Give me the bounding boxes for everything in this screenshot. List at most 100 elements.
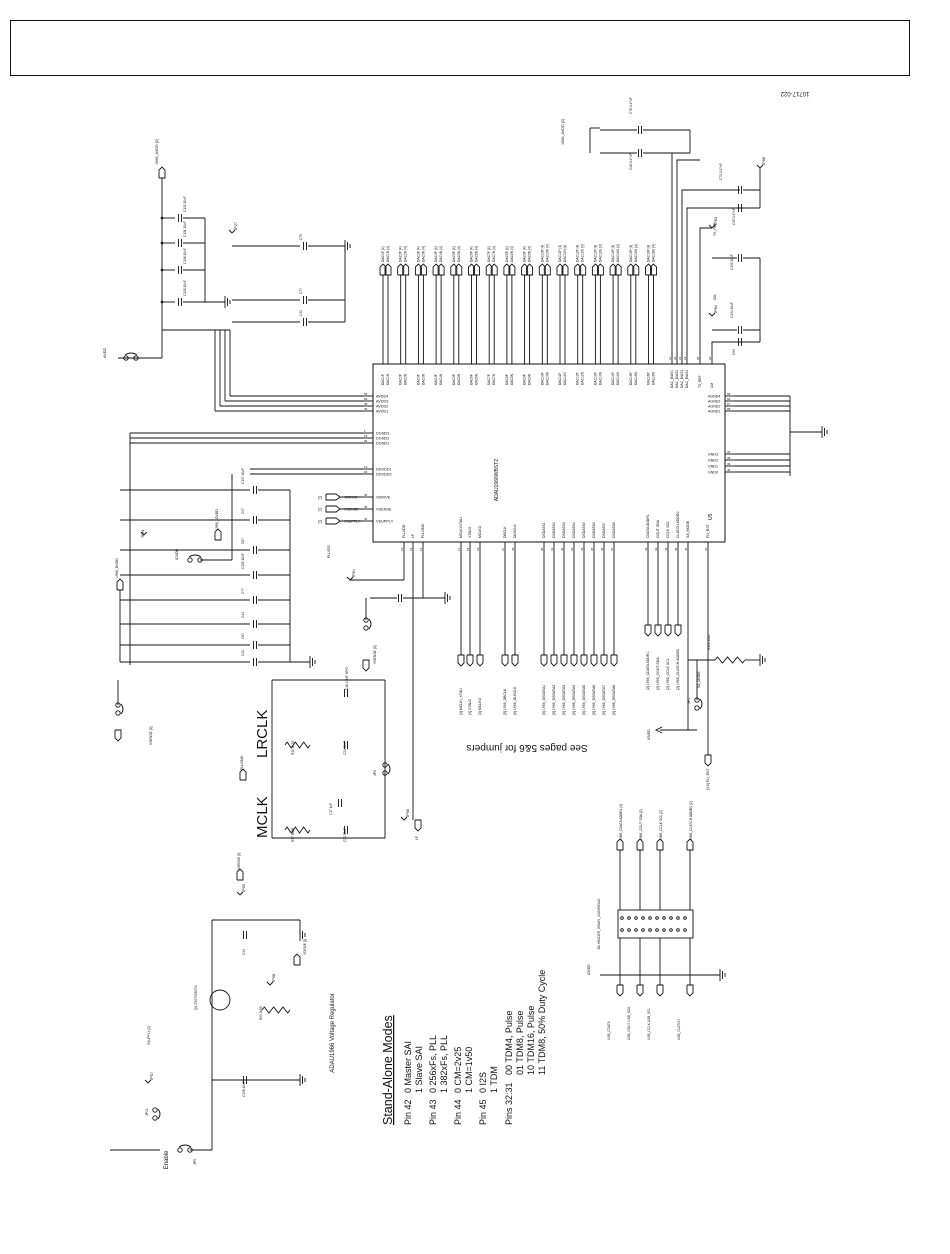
- wire: [654, 624, 662, 637]
- label-text: CM: [713, 294, 717, 300]
- label-text: [2]: [318, 507, 322, 511]
- label-text: VSUPPLY [2]: [147, 1026, 151, 1045]
- header-pin: [683, 916, 687, 920]
- wire: [570, 654, 578, 667]
- ic-body: [372, 363, 726, 543]
- header-pin: [641, 928, 645, 932]
- label-text: 24: [683, 356, 687, 360]
- label-text: C75: [299, 234, 303, 240]
- label-text: DAC4N: [439, 373, 443, 385]
- label-text: LF: [415, 836, 419, 840]
- jumper-pin: [115, 710, 121, 716]
- label-text: 53: [364, 392, 368, 396]
- label-text: R95 1k50: [259, 1006, 263, 1020]
- label-text: VDRIVE [2]: [303, 939, 307, 955]
- label-text: 17: [457, 547, 461, 551]
- wire: [704, 754, 712, 767]
- label-text: XTALO: [468, 527, 472, 538]
- label-text: DAC1P [4]: [381, 246, 385, 262]
- wire: [476, 654, 484, 667]
- label-text: DAC10N [4]: [545, 244, 549, 262]
- label-text: DAC15N [4]: [634, 244, 638, 262]
- wire: [325, 505, 341, 513]
- label-text: DAC6N [4]: [475, 246, 479, 262]
- jumper-pin: [152, 1115, 158, 1121]
- label-text: AVDD4: [376, 394, 388, 398]
- label-text: C130 10uF: [183, 280, 187, 296]
- label-text: [2] 1966_CLATCH ADDR0: [676, 649, 680, 690]
- label-text: C132 10uF: [183, 196, 187, 212]
- label-text: [2]: [318, 519, 322, 523]
- label-text: USB_CLATCH: [677, 1018, 681, 1040]
- label-text: TP63: [714, 217, 718, 226]
- label-text: 26: [708, 356, 712, 360]
- junction-dot: [160, 300, 164, 304]
- label-text: LF: [411, 534, 415, 538]
- label-text: CLATCH ADDR0: [676, 512, 680, 538]
- jumper-pin: [382, 770, 388, 776]
- label-text: DAC1N [4]: [386, 246, 390, 262]
- wiring: [110, 127, 822, 1151]
- label-text: [2] 1966_CDATA ADDR1: [646, 652, 650, 690]
- wire: [610, 654, 618, 667]
- wire: [284, 741, 311, 749]
- sa-mode-text: 0 CM=2v25: [453, 1047, 463, 1093]
- header-pin: [676, 916, 680, 920]
- label-text: DAC1P: [381, 373, 385, 385]
- label-text: [5] 1966_DSDATA6: [592, 685, 596, 715]
- label-text: VSENSE [2]: [373, 645, 377, 664]
- sa-mode-text: Pin 43: [428, 1099, 438, 1125]
- label-text: IOVDD: [175, 548, 179, 560]
- wire: [686, 984, 694, 997]
- label-text: 1966_IOVDD: [215, 509, 219, 530]
- label-text: DAC13N: [598, 371, 602, 385]
- label-text: VSUPPLY: [376, 519, 394, 523]
- jumper-link: [387, 763, 391, 775]
- header-pin: [669, 928, 673, 932]
- label-text: AGND1: [708, 409, 720, 413]
- label-text: DAC13P [4]: [593, 245, 597, 262]
- label-text: DAC3P [4]: [416, 246, 420, 262]
- label-text: 45: [674, 547, 678, 551]
- wire: [714, 656, 746, 664]
- label-text: VDRIVE: [376, 495, 391, 499]
- label-text: DGND2: [376, 436, 389, 440]
- wire: [561, 263, 569, 276]
- label-text: DAC3P: [416, 373, 420, 385]
- label-text: 1966_AVDD [2]: [155, 139, 159, 165]
- label-text: [2] 1966_COUT SDA: [656, 657, 660, 690]
- wire: [543, 263, 551, 276]
- label-text: DAC10P [4]: [540, 245, 544, 262]
- wire: [686, 207, 760, 350]
- header-pin: [634, 916, 638, 920]
- label-text: C150 10uF: [730, 254, 734, 270]
- junction-dot: [160, 216, 164, 220]
- wire: [236, 868, 244, 881]
- label-text: 63: [364, 397, 368, 401]
- label-text: DAC16P [4]: [647, 245, 651, 262]
- header-pin: [627, 916, 631, 920]
- label-text: R37 562R: [291, 827, 295, 842]
- wire: [550, 654, 558, 667]
- label-text: [5] 1966_DSDATA4: [572, 685, 576, 715]
- header-pin: [662, 916, 666, 920]
- label-text: DAC2N: [404, 373, 408, 385]
- label-text: [5] 1966_DLRCLK: [513, 686, 517, 715]
- label-text: USB_CCLK USB_SCL: [647, 1008, 651, 1040]
- wire: [158, 166, 166, 179]
- label-text: USB_CDATA: [607, 1020, 611, 1040]
- label-text: 1966_CLATCH ADDR0 [2]: [689, 801, 693, 840]
- label-text: 36: [364, 493, 368, 497]
- label-text: C87: [241, 633, 245, 639]
- header-pin: [620, 916, 624, 920]
- wire: [616, 838, 624, 851]
- label-text: DAC2P: [399, 373, 403, 385]
- mclk-label: MCLK: [254, 796, 271, 838]
- wire: [664, 624, 672, 637]
- label-text: C20 56nF: [343, 828, 347, 842]
- label-text: DAC9P [4]: [523, 246, 527, 262]
- sa-mode-text: Pin 42: [403, 1099, 413, 1125]
- header-pin: [648, 916, 652, 920]
